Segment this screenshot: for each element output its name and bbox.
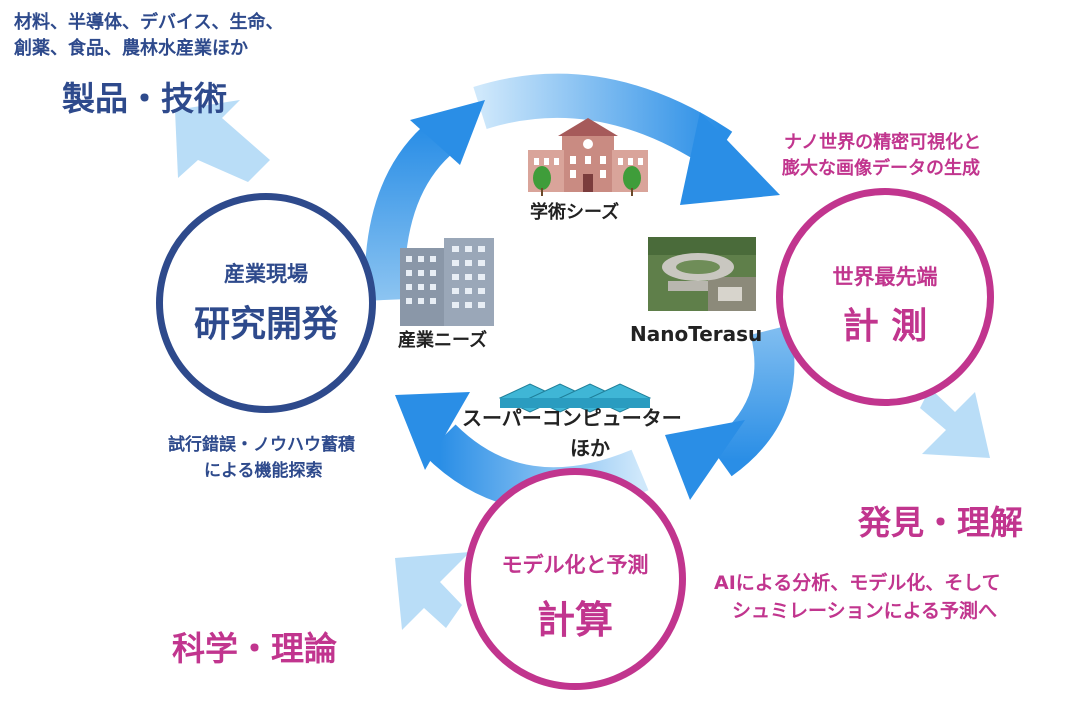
synchrotron-photo — [648, 237, 756, 311]
node-measure-title: 計 測 — [842, 306, 928, 347]
cycle-arrowhead-top — [410, 100, 485, 165]
note-rd-line1: 試行錯誤・ノウハウ蓄積 — [168, 435, 355, 455]
outgoing-arrow-science — [395, 552, 470, 630]
cycle-arrowhead-left — [395, 392, 470, 470]
note-measure-line1: ナノ世界の精密可視化と — [784, 132, 982, 153]
cycle-arrow-top — [473, 73, 733, 169]
label-academic: 学術シーズ — [530, 202, 620, 223]
note-ai-line1: AIによる分析、モデル化、そして — [714, 572, 1001, 594]
cycle-arrow-left — [364, 113, 463, 301]
label-supercomputer: スーパーコンピューター — [462, 406, 682, 430]
node-measure-subtitle: 世界最先端 — [832, 265, 938, 289]
note-rd-line2: による機能探索 — [204, 461, 323, 481]
cycle-arrowhead-bottom — [665, 420, 745, 500]
cycle-arrow-right — [707, 325, 795, 477]
node-compute: モデル化と予測 計算 — [464, 468, 686, 690]
node-measure: 世界最先端 計 測 — [776, 188, 994, 406]
node-compute-title: 計算 — [536, 598, 613, 642]
outcome-discovery: 発見・理解 — [858, 503, 1023, 542]
node-rd-subtitle: 産業現場 — [224, 262, 308, 286]
outcome-science: 科学・理論 — [172, 629, 337, 668]
domains-line1: 材料、半導体、デバイス、生命、 — [14, 12, 284, 33]
note-ai-line2: シュミレーションによる予測へ — [732, 600, 998, 622]
node-rd: 産業現場 研究開発 — [156, 193, 376, 413]
outcome-products: 製品・技術 — [62, 79, 227, 118]
label-nanoterasu: NanoTerasu — [630, 322, 763, 346]
node-compute-subtitle: モデル化と予測 — [501, 553, 649, 577]
note-measure-line2: 膨大な画像データの生成 — [782, 158, 980, 179]
cycle-arrowhead-right — [680, 112, 780, 205]
supercomputer-icon — [498, 383, 652, 413]
outgoing-arrow-products — [175, 100, 270, 182]
label-etc: ほか — [570, 436, 610, 460]
domains-line2: 創薬、食品、農林水産業ほか — [14, 38, 248, 59]
university-building-icon — [528, 118, 648, 196]
label-industry: 産業ニーズ — [398, 330, 488, 351]
node-rd-title: 研究開発 — [193, 304, 338, 345]
office-buildings-icon — [400, 238, 494, 326]
outgoing-arrow-discovery — [920, 388, 990, 458]
